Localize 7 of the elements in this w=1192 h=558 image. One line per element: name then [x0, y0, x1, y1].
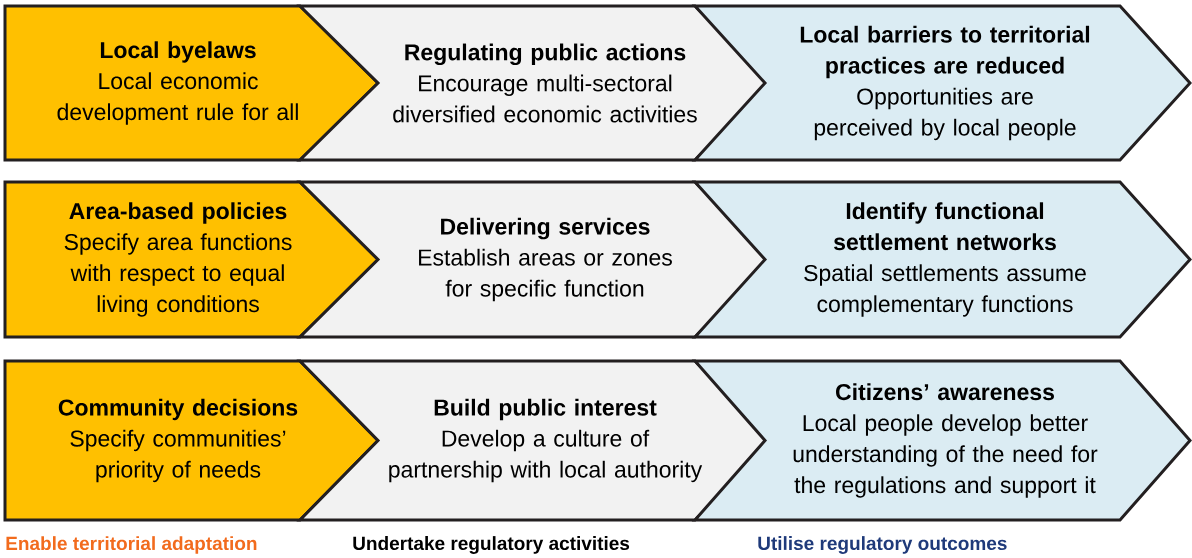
chevron-box: Delivering services Establish areas or zones for specific function [296, 180, 776, 339]
column-caption: Utilise regulatory outcomes [758, 536, 1007, 554]
chevron-box: Build public interest Develop a culture of partnership with local authority [296, 359, 776, 522]
chevron-box: Community decisions Specify communities’ priority of needs [3, 359, 381, 522]
chevron-box: Identify functional settlement networks Spatial settlements assume complementary functions [691, 180, 1192, 339]
column-caption: Enable territorial adaptation [6, 536, 257, 554]
column-caption: Undertake regulatory activities [353, 536, 630, 554]
